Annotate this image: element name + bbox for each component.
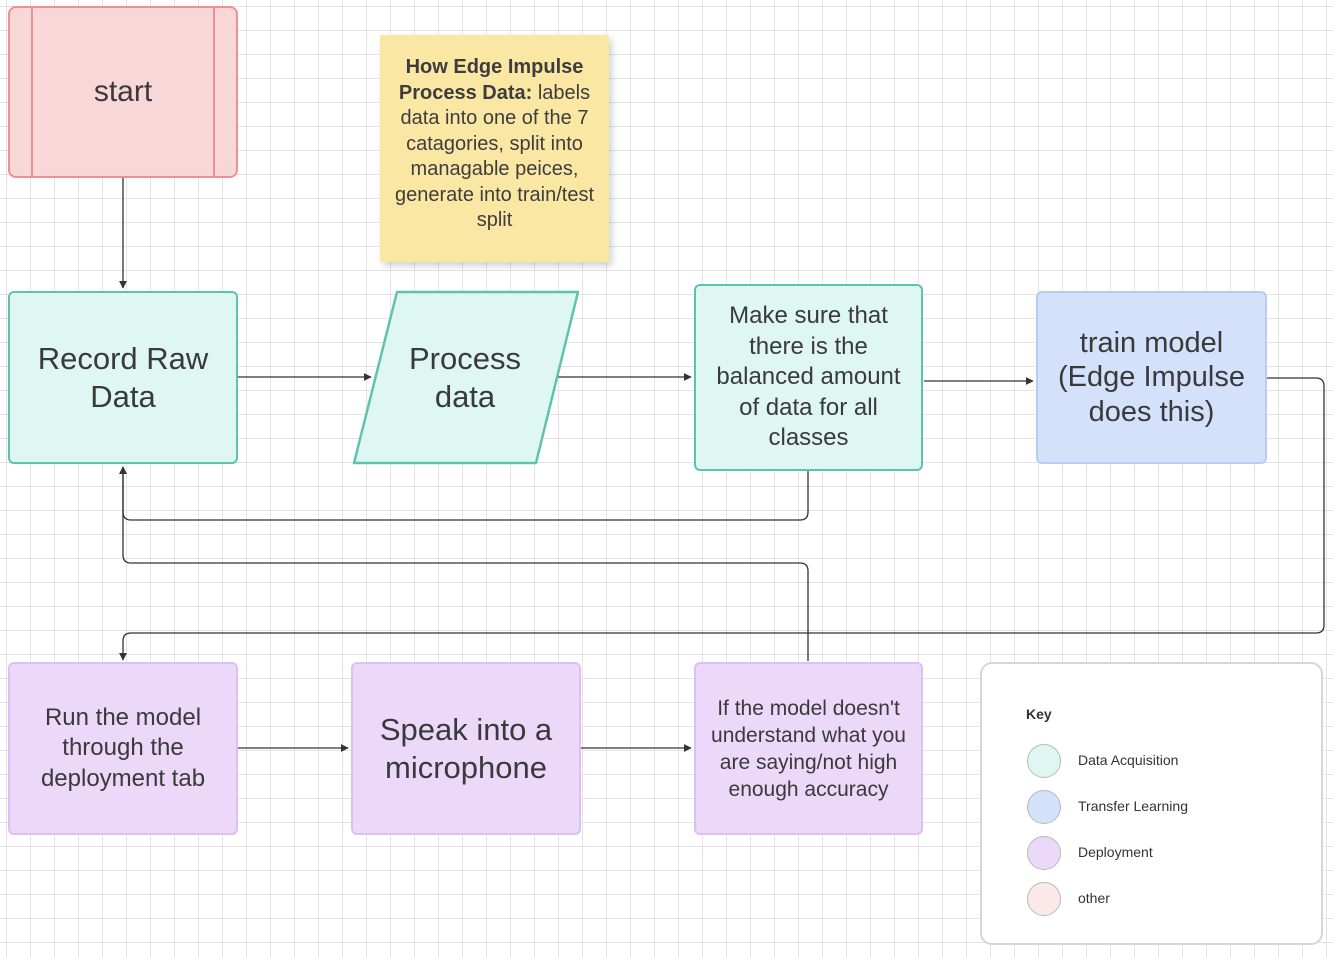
note-heading: How Edge Impulse Process Data:: [398, 56, 584, 104]
other-swatch: [1027, 882, 1061, 916]
run-model-node[interactable]: Run the model through the deployment tab: [8, 662, 238, 835]
start-node[interactable]: start: [8, 6, 238, 178]
transfer-learning-label: Transfer Learning: [1078, 798, 1188, 814]
transfer-learning-swatch: [1027, 790, 1061, 824]
note-body: labels data into one of the 7 catagories…: [394, 81, 594, 232]
process-data-node-shape: [352, 290, 580, 465]
balanced-data-check-node[interactable]: Make sure that there is the balanced amo…: [694, 284, 923, 471]
run-model-label: Run the model through the deployment tab: [40, 703, 206, 792]
start-node-label: start: [93, 75, 153, 108]
speak-into-microphone-label: Speak into a microphone: [379, 711, 553, 785]
connector-accuracy-back-to-record: [119, 466, 809, 661]
start-node-left-bar: [31, 8, 33, 176]
deployment-label: Deployment: [1078, 844, 1153, 860]
data-acquisition-label: Data Acquisition: [1078, 752, 1179, 768]
train-model-node[interactable]: train model (Edge Impulse does this): [1036, 291, 1267, 464]
connector-balance-back-to-record: [119, 466, 809, 521]
accuracy-check-node[interactable]: If the model doesn't understand what you…: [694, 662, 923, 835]
process-data-label: Process data: [409, 340, 521, 414]
process-data-node[interactable]: Process data: [390, 292, 540, 463]
data-acquisition-swatch: [1027, 744, 1061, 778]
balanced-data-check-label: Make sure that there is the balanced amo…: [716, 302, 901, 452]
other-label: other: [1078, 890, 1110, 906]
record-raw-data-label: Record Raw Data: [37, 340, 209, 414]
record-raw-data-node[interactable]: Record Raw Data: [8, 291, 238, 464]
start-node-right-bar: [213, 8, 215, 176]
train-model-label: train model (Edge Impulse does this): [1058, 326, 1245, 428]
process-data-sticky-note[interactable]: How Edge Impulse Process Data: labels da…: [380, 35, 609, 262]
connector-train-to-run: [119, 377, 1325, 661]
key-title: Key: [1026, 706, 1052, 722]
speak-into-microphone-node[interactable]: Speak into a microphone: [351, 662, 581, 835]
deployment-swatch: [1027, 836, 1061, 870]
color-key-legend[interactable]: Key Data Acquisition Transfer Learning D…: [980, 662, 1323, 945]
accuracy-check-label: If the model doesn't understand what you…: [711, 696, 906, 801]
